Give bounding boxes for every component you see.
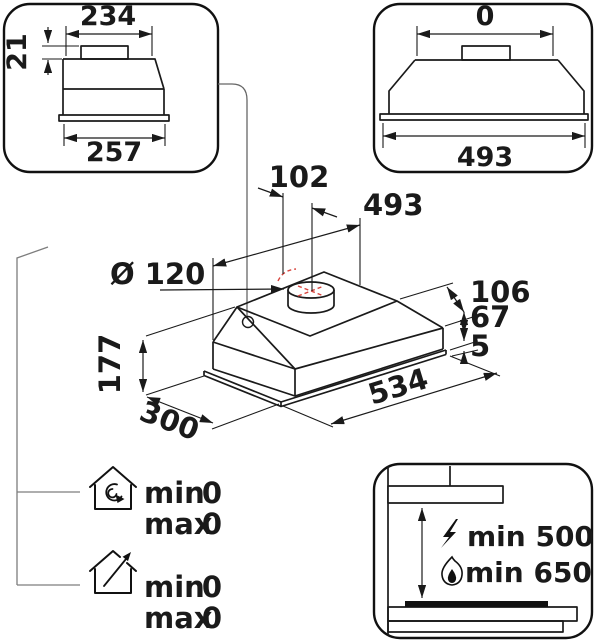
dim-label-257: 257 bbox=[86, 137, 142, 168]
flame-icon bbox=[441, 555, 463, 586]
duct-center-marks bbox=[277, 268, 325, 297]
hood-side-profile bbox=[58, 45, 170, 122]
legend-bracket-line bbox=[16, 246, 80, 586]
exhaust-max-label: max bbox=[144, 601, 213, 635]
dim-label-0: 0 bbox=[476, 1, 495, 32]
dim-right-heights: 106 67 5 bbox=[399, 275, 531, 365]
dim-label-5: 5 bbox=[470, 329, 490, 363]
gas-clearance-label: min 650 bbox=[465, 556, 592, 589]
dim-label-diameter: Ø 120 bbox=[110, 257, 205, 291]
hood-front-profile bbox=[379, 45, 589, 121]
dim-label-67: 67 bbox=[470, 300, 510, 334]
recirculation-mode-icon bbox=[89, 466, 137, 510]
exhaust-arrowhead-icon bbox=[122, 552, 131, 562]
recirculation-min-value: 0 bbox=[202, 476, 222, 510]
detail-box-frame bbox=[2, 2, 220, 174]
detail-leader-line bbox=[218, 83, 248, 316]
dim-bottom-width: 257 bbox=[63, 124, 166, 168]
dim-depth: 300 bbox=[135, 394, 280, 447]
dim-label-21: 21 bbox=[2, 33, 33, 71]
electric-clearance-label: min 500 bbox=[467, 520, 594, 553]
dim-duct-diameter: Ø 120 bbox=[110, 257, 285, 294]
recirculation-max-value: 0 bbox=[202, 507, 222, 541]
isometric-hood-view: 102 493 Ø 120 177 300 534 bbox=[93, 83, 531, 447]
exhaust-max-value: 0 bbox=[202, 601, 222, 635]
installation-clearance-box: min 500 min 650 bbox=[372, 462, 594, 640]
hood-unit bbox=[387, 485, 504, 504]
dim-label-493: 493 bbox=[363, 188, 424, 222]
exhaust-mode-icon bbox=[89, 550, 137, 594]
dim-top-width: 493 bbox=[212, 188, 424, 340]
dim-duct-offset: 102 bbox=[257, 160, 338, 291]
dim-total-height: 177 bbox=[93, 306, 236, 396]
dim-duct-height: 21 bbox=[2, 27, 79, 75]
dim-label-106: 106 bbox=[470, 275, 531, 309]
lightning-bolt-icon bbox=[441, 519, 458, 548]
mode-legend: min 0 max 0 min 0 max 0 bbox=[16, 246, 222, 635]
dim-label-177: 177 bbox=[93, 334, 127, 395]
clearance-box-frame bbox=[372, 462, 594, 640]
side-view-detail-box: 234 21 257 bbox=[2, 1, 220, 174]
detail-box-frame bbox=[372, 2, 594, 174]
cooktop-bar bbox=[405, 601, 548, 607]
counter-front bbox=[387, 620, 564, 633]
spiral-arrowhead-icon bbox=[115, 494, 125, 503]
dim-bottom-width: 493 bbox=[382, 123, 586, 173]
dim-label-493: 493 bbox=[457, 142, 513, 173]
exhaust-min-value: 0 bbox=[202, 570, 222, 604]
counter-top bbox=[387, 606, 578, 622]
recirculation-max-label: max bbox=[144, 507, 213, 541]
dim-label-300: 300 bbox=[135, 394, 204, 447]
cable-hole bbox=[241, 315, 255, 329]
dim-top-width: 0 bbox=[416, 1, 554, 56]
front-view-detail-box: 0 493 bbox=[372, 1, 594, 174]
dim-top-width: 234 bbox=[65, 1, 153, 56]
exhaust-min-label: min bbox=[144, 570, 205, 604]
recirculation-min-label: min bbox=[144, 476, 205, 510]
dim-label-234: 234 bbox=[80, 1, 136, 32]
duct-collar bbox=[287, 281, 335, 314]
dim-label-102: 102 bbox=[269, 160, 330, 194]
dim-label-534: 534 bbox=[364, 361, 432, 411]
